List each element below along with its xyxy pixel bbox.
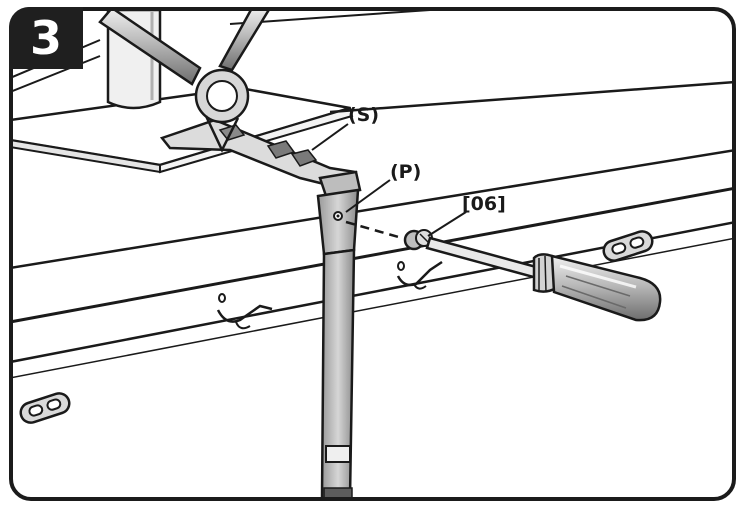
callout-strap-label: (S) <box>348 104 380 126</box>
pliers-icon <box>98 11 270 153</box>
callout-leaders <box>311 123 467 237</box>
desk-frame <box>13 11 732 379</box>
diagram-canvas <box>13 11 732 497</box>
callout-part-label: [06] <box>462 193 506 215</box>
illustration-frame <box>9 7 736 501</box>
screw-icon <box>345 220 433 251</box>
hook-slot-right <box>396 260 443 290</box>
cable-clip-icon <box>602 230 654 262</box>
mounting-strap <box>159 118 362 497</box>
callout-pivot-label: (P) <box>390 161 422 183</box>
hook-slot-left <box>216 293 273 330</box>
step-number-badge: 3 <box>9 7 83 69</box>
screwdriver-icon <box>425 236 662 322</box>
cable-clip-icon <box>19 392 71 424</box>
